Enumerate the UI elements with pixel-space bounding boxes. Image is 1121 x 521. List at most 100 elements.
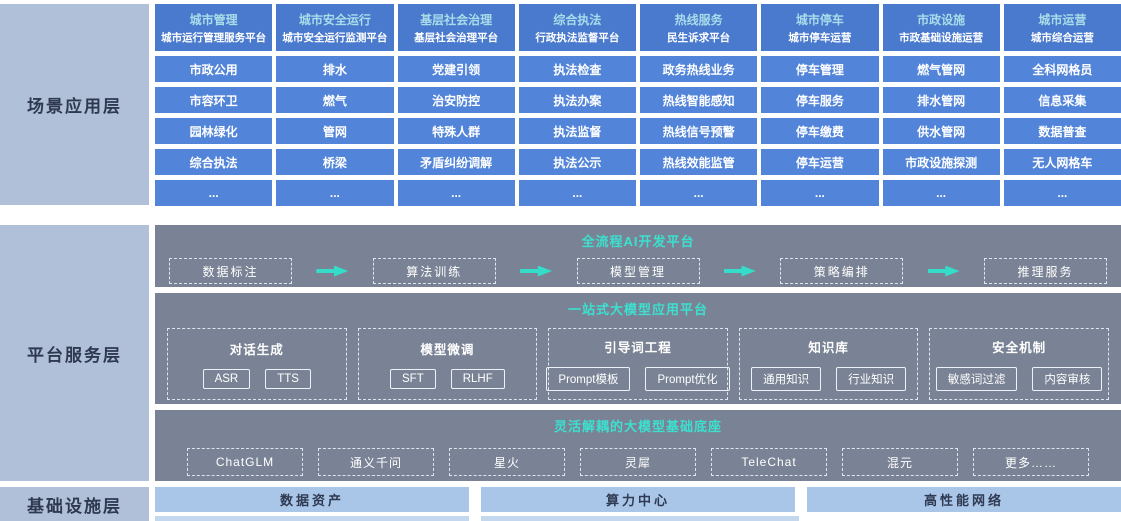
column-platform: 城市停车运营: [788, 31, 852, 44]
cutoff-row-strip: [155, 516, 469, 521]
app-cell: 信息采集: [1003, 87, 1121, 113]
column-category: 城市运营: [1038, 12, 1087, 27]
flow-arrow-icon: [723, 265, 756, 277]
app-column-header: 基层社会治理 基层社会治理平台: [397, 4, 515, 51]
flow-step-algorithm-training: 算法训练: [372, 258, 496, 284]
group-items: SFT RLHF: [390, 369, 505, 389]
column-platform: 市政基础设施运营: [899, 31, 984, 44]
capability-pill: ASR: [202, 369, 251, 389]
app-cell: 热线信号预警: [640, 118, 758, 144]
app-cell: 数据普查: [1003, 118, 1121, 144]
app-cell: 执法办案: [518, 87, 636, 113]
app-cell: 无人网格车: [1003, 149, 1121, 175]
group-dialog-generation: 对话生成 ASR TTS: [167, 328, 347, 400]
infrastructure-layer: 数据资产 算力中心 高性能网络: [155, 487, 1121, 512]
capability-pill: 敏感词过滤: [935, 367, 1018, 391]
column-category: 基层社会治理: [420, 12, 493, 27]
app-cell: 执法监督: [518, 118, 636, 144]
flow-step-data-labeling: 数据标注: [169, 258, 292, 284]
app-cell-more: ...: [276, 180, 394, 206]
model-box-more: 更多……: [973, 448, 1089, 476]
model-box-telechat: TeleChat: [711, 448, 827, 476]
column-platform: 城市运行管理服务平台: [161, 31, 267, 44]
app-column-hotline: 热线服务 民生诉求平台 政务热线业务 热线智能感知 热线信号预警 热线效能监管 …: [640, 4, 758, 206]
column-platform: 民生诉求平台: [667, 31, 731, 44]
scenario-application-layer: 城市管理 城市运行管理服务平台 市政公用 市容环卫 园林绿化 综合执法 ... …: [155, 4, 1121, 206]
ai-dev-pipeline: 数据标注 算法训练 模型管理 策略编排 推理服务: [155, 250, 1121, 284]
app-column-header: 市政设施 市政基础设施运营: [882, 4, 1000, 51]
app-cell: 停车服务: [761, 87, 879, 113]
column-platform: 城市安全运行监测平台: [282, 31, 388, 44]
model-box-tongyi: 通义千问: [318, 448, 434, 476]
flow-step-model-management: 模型管理: [576, 258, 700, 284]
llm-model-list: ChatGLM 通义千问 星火 灵犀 TeleChat 混元 更多……: [155, 435, 1121, 476]
flow-step-inference-service: 推理服务: [984, 258, 1107, 284]
app-cell: 执法检查: [518, 56, 636, 82]
app-cell: 执法公示: [518, 149, 636, 175]
flow-arrow-icon: [316, 265, 349, 277]
app-column-header: 热线服务 民生诉求平台: [640, 4, 758, 51]
app-cell: 治安防控: [397, 87, 515, 113]
column-category: 城市停车: [795, 12, 844, 27]
capability-pill: Prompt优化: [645, 367, 730, 391]
app-cell: 党建引领: [397, 56, 515, 82]
model-box-lingxi: 灵犀: [580, 448, 696, 476]
flow-step-strategy-orchestration: 策略编排: [780, 258, 904, 284]
capability-pill: TTS: [265, 369, 311, 389]
infra-bar-data-assets: 数据资产: [155, 487, 469, 512]
group-items: 敏感词过滤 内容审核: [935, 367, 1103, 391]
app-column-header: 城市运营 城市综合运营: [1003, 4, 1121, 51]
app-column-header: 城市停车 城市停车运营: [761, 4, 879, 51]
infra-bar-compute-center: 算力中心: [481, 487, 795, 512]
llm-application-platform-panel: 一站式大模型应用平台 对话生成 ASR TTS 模型微调 SFT RLHF 引导…: [155, 293, 1121, 404]
app-column-city-operations: 城市运营 城市综合运营 全科网格员 信息采集 数据普查 无人网格车 ...: [1003, 4, 1121, 206]
app-cell: 政务热线业务: [640, 56, 758, 82]
app-cell: 排水管网: [882, 87, 1000, 113]
app-cell: 热线智能感知: [640, 87, 758, 113]
column-category: 城市安全运行: [298, 12, 371, 27]
app-column-city-safety: 城市安全运行 城市安全运行监测平台 排水 燃气 管网 桥梁 ...: [276, 4, 394, 206]
app-cell: 排水: [276, 56, 394, 82]
capability-pill: Prompt模板: [546, 367, 631, 391]
cutoff-row-strip: [481, 516, 799, 521]
app-cell-more: ...: [155, 180, 273, 206]
llm-application-groups: 对话生成 ASR TTS 模型微调 SFT RLHF 引导词工程 Prompt模…: [155, 318, 1121, 400]
column-category: 热线服务: [674, 12, 723, 27]
flow-arrow-icon: [927, 265, 960, 277]
llm-foundation-panel: 灵活解耦的大模型基础底座 ChatGLM 通义千问 星火 灵犀 TeleChat…: [155, 410, 1121, 481]
model-box-chatglm: ChatGLM: [187, 448, 303, 476]
app-cell: 停车运营: [761, 149, 879, 175]
app-cell: 供水管网: [882, 118, 1000, 144]
app-cell: 燃气管网: [882, 56, 1000, 82]
app-column-grassroots-governance: 基层社会治理 基层社会治理平台 党建引领 治安防控 特殊人群 矛盾纠纷调解 ..…: [397, 4, 515, 206]
group-label: 对话生成: [229, 343, 284, 357]
app-cell: 综合执法: [155, 149, 273, 175]
app-column-header: 综合执法 行政执法监督平台: [518, 4, 636, 51]
app-cell: 燃气: [276, 87, 394, 113]
capability-pill: RLHF: [450, 369, 505, 389]
group-label: 引导词工程: [604, 341, 672, 355]
capability-pill: 通用知识: [751, 367, 822, 391]
column-category: 综合执法: [553, 12, 602, 27]
column-category: 城市管理: [189, 12, 238, 27]
app-cell-more: ...: [518, 180, 636, 206]
group-model-finetuning: 模型微调 SFT RLHF: [357, 328, 538, 400]
layer-label-infrastructure: 基础设施层: [0, 487, 149, 521]
app-column-city-management: 城市管理 城市运行管理服务平台 市政公用 市容环卫 园林绿化 综合执法 ...: [155, 4, 273, 206]
model-box-hunyuan: 混元: [842, 448, 958, 476]
app-column-parking: 城市停车 城市停车运营 停车管理 停车服务 停车缴费 停车运营 ...: [761, 4, 879, 206]
app-cell: 热线效能监管: [640, 149, 758, 175]
app-cell-more: ...: [397, 180, 515, 206]
column-platform: 城市综合运营: [1030, 31, 1094, 44]
group-items: Prompt模板 Prompt优化: [546, 367, 730, 391]
group-security-mechanism: 安全机制 敏感词过滤 内容审核: [929, 328, 1109, 400]
app-column-header: 城市安全运行 城市安全运行监测平台: [276, 4, 394, 51]
capability-pill: SFT: [390, 369, 436, 389]
app-column-law-enforcement: 综合执法 行政执法监督平台 执法检查 执法办案 执法监督 执法公示 ...: [518, 4, 636, 206]
flow-arrow-icon: [520, 265, 553, 277]
app-cell: 桥梁: [276, 149, 394, 175]
app-cell-more: ...: [1003, 180, 1121, 206]
app-column-municipal-facilities: 市政设施 市政基础设施运营 燃气管网 排水管网 供水管网 市政设施探测 ...: [882, 4, 1000, 206]
group-items: ASR TTS: [202, 369, 311, 389]
